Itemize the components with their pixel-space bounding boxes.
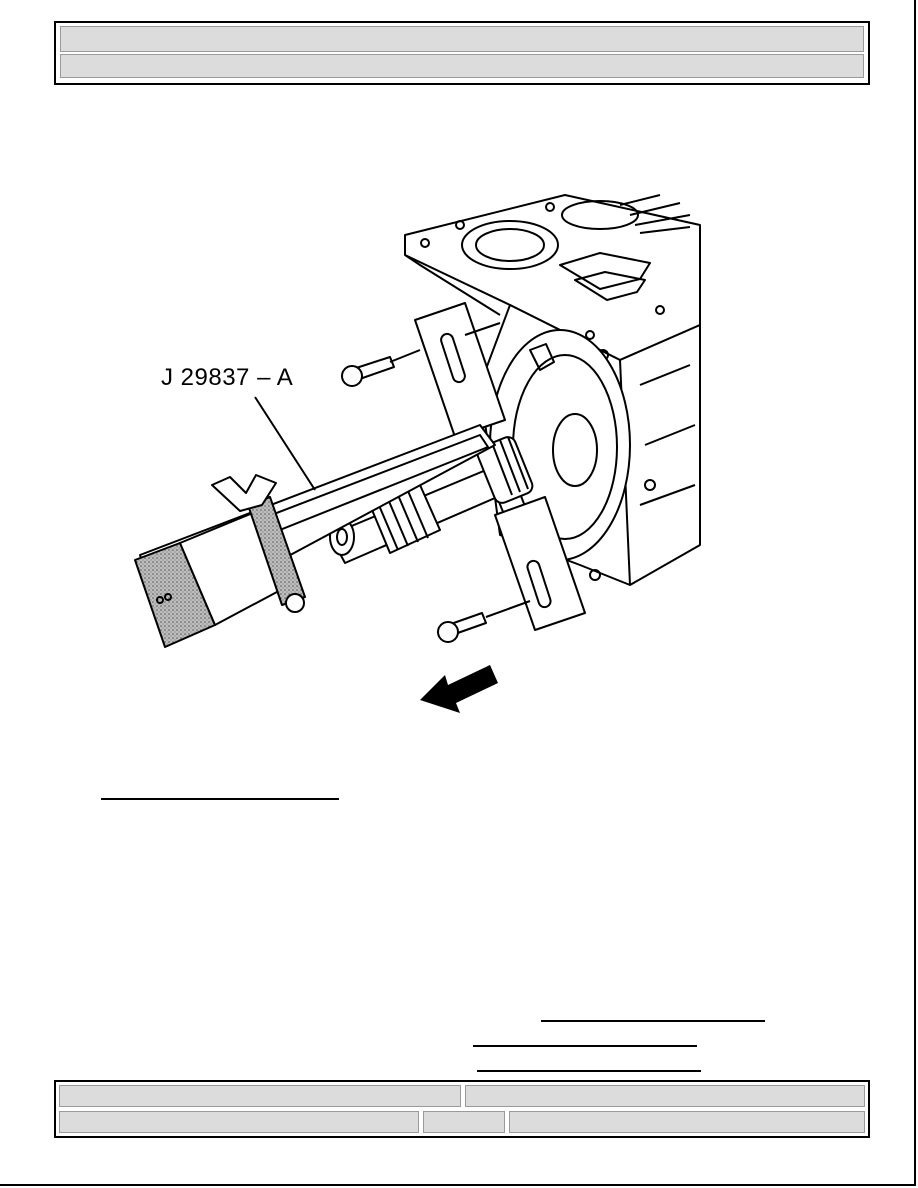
link-4[interactable]: [477, 1070, 701, 1072]
wing-nut: [211, 474, 277, 512]
link-3[interactable]: [473, 1045, 697, 1047]
tool-illustration: [134, 194, 701, 713]
header-box: [54, 21, 870, 85]
upper-bolt: [341, 349, 421, 387]
footer-cell-1: [59, 1085, 461, 1107]
link-1[interactable]: [101, 798, 339, 800]
header-subtitle-row: [60, 54, 864, 78]
lower-bracket: [494, 496, 586, 631]
lower-bolt: [437, 600, 531, 643]
label-leader-line: [254, 396, 316, 491]
footer-cell-4: [423, 1111, 505, 1133]
upper-bracket: [414, 302, 506, 438]
header-title-row: [60, 26, 864, 52]
direction-arrow-icon: [420, 665, 498, 713]
footer-box: [54, 1080, 870, 1138]
footer-cell-5: [509, 1111, 865, 1133]
link-2[interactable]: [541, 1020, 765, 1022]
tool-label: J 29837 – A: [161, 364, 294, 391]
footer-cell-2: [465, 1085, 865, 1107]
footer-cell-3: [59, 1111, 419, 1133]
